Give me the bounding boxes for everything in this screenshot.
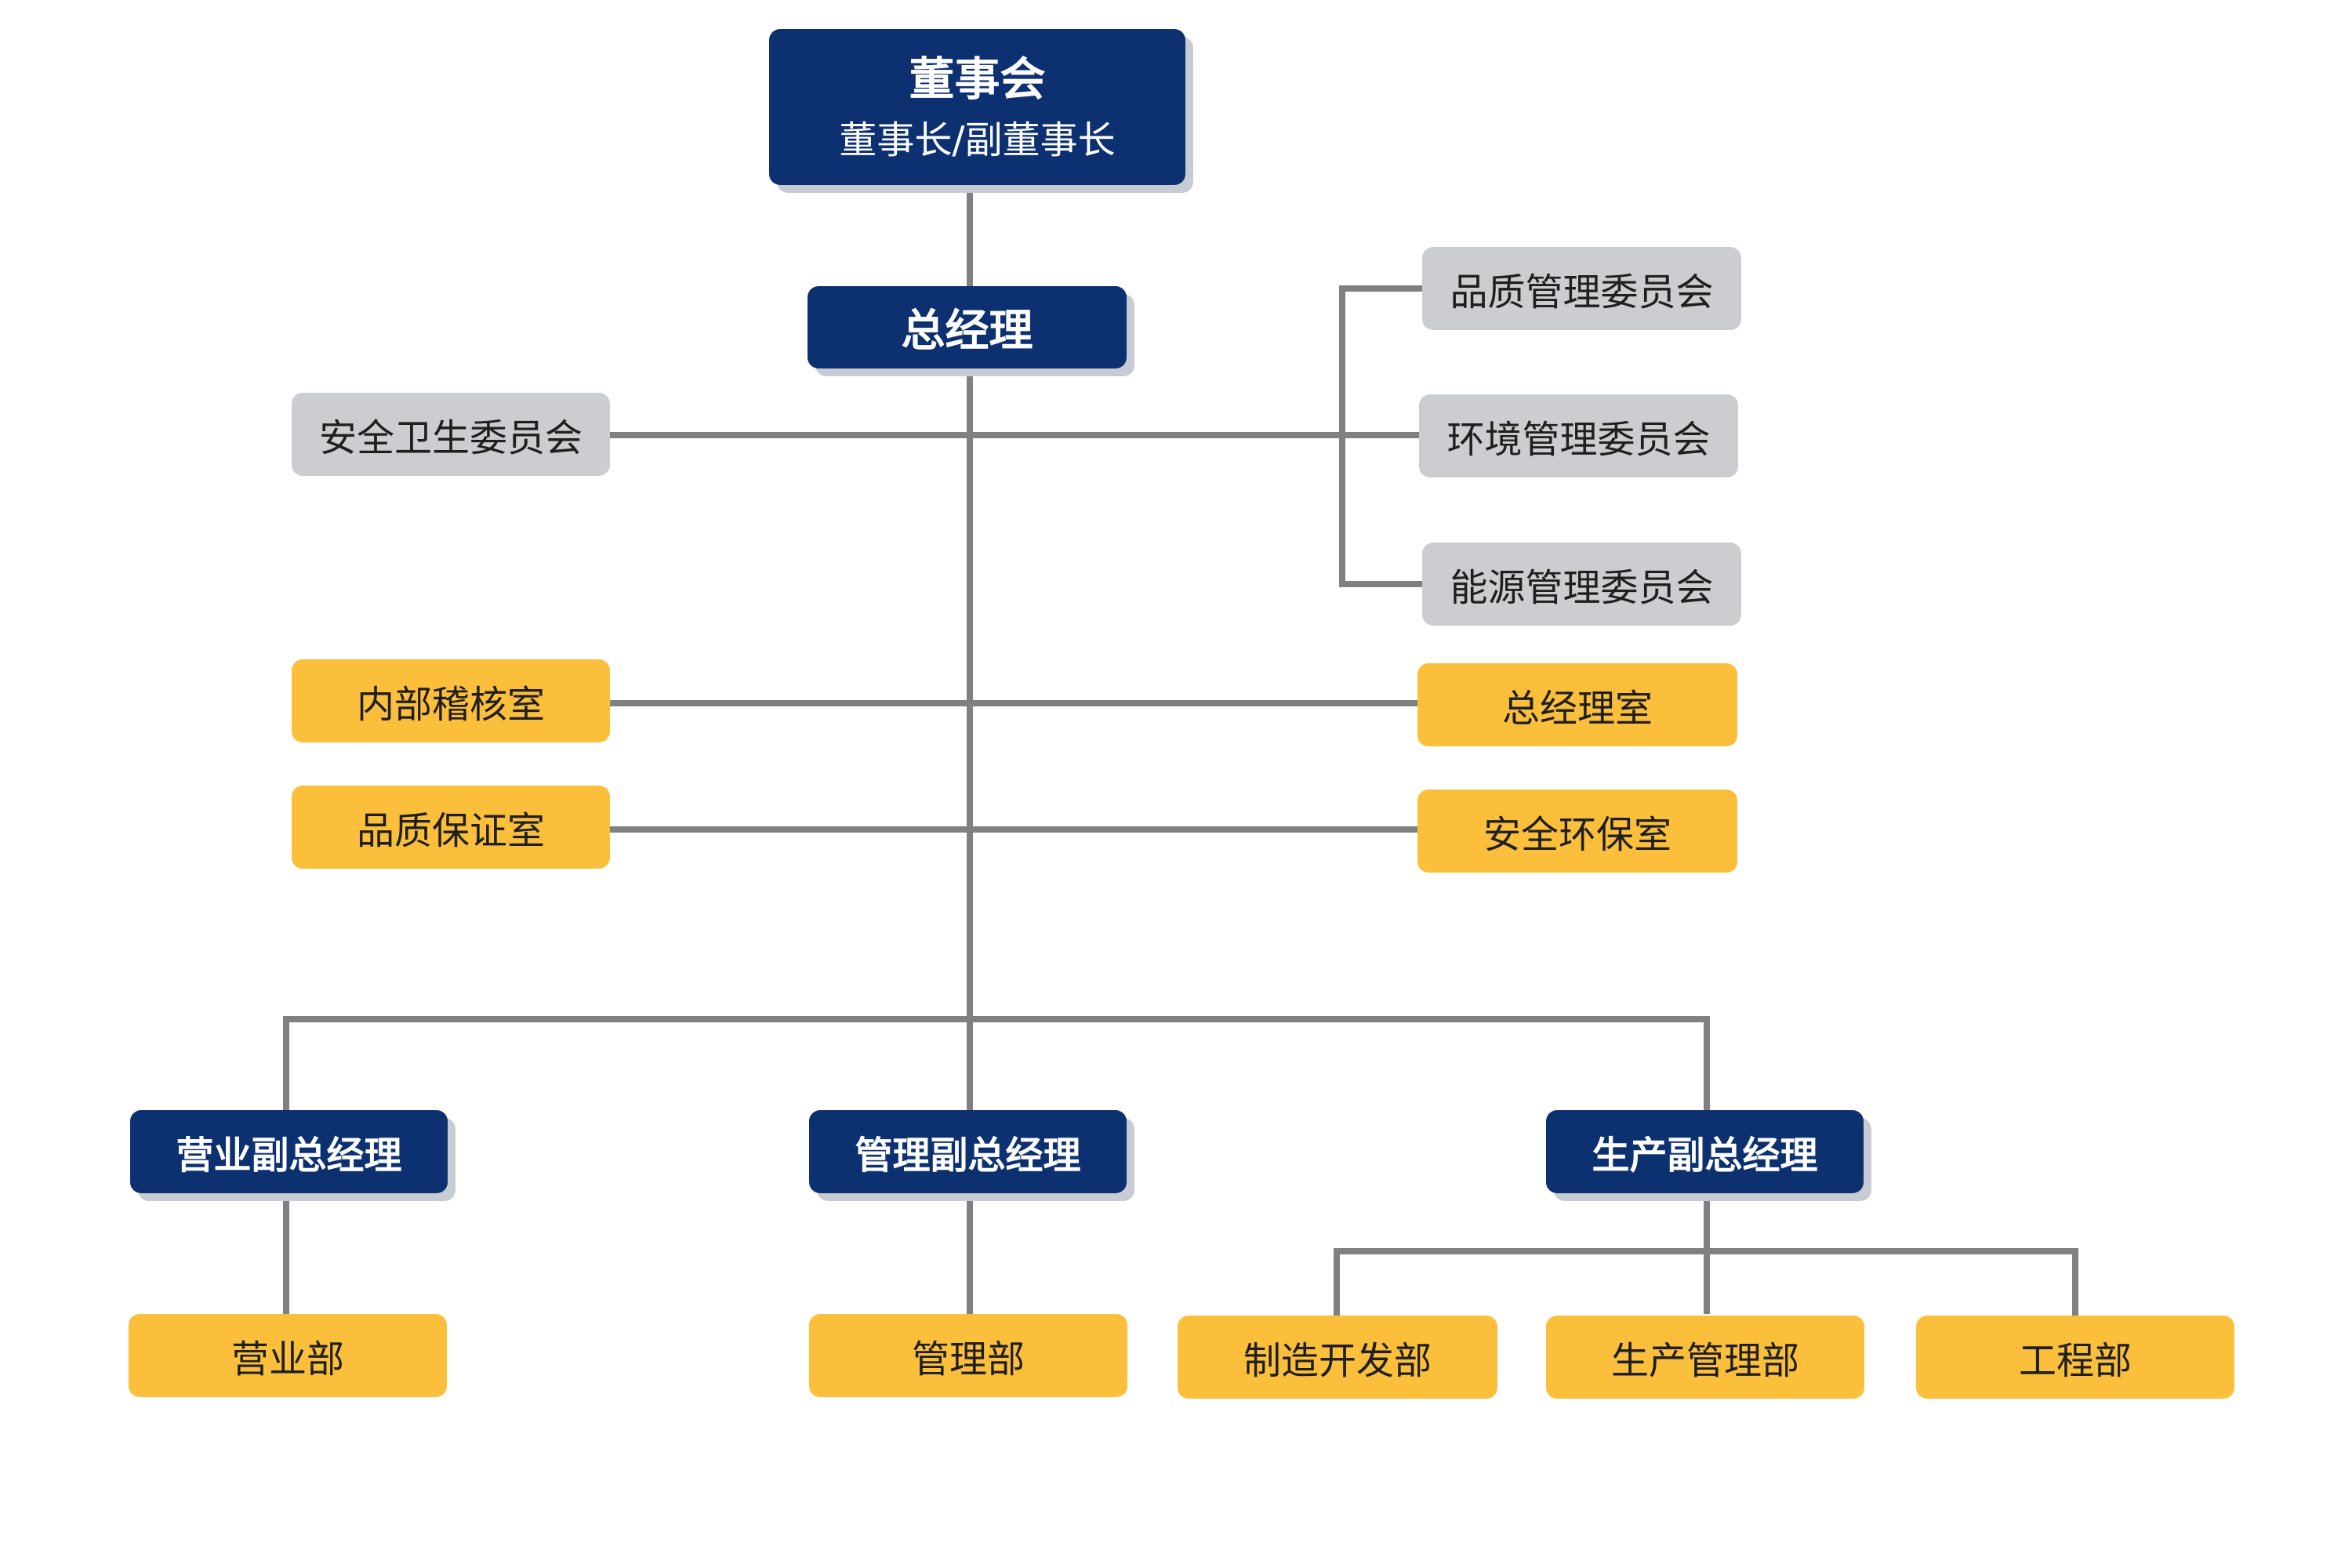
production-vice-gm-label: 生产副总经理 <box>1592 1134 1818 1178</box>
engineering-dept-label: 工程部 <box>2018 1339 2132 1383</box>
sales-vice-gm-label: 营业副总经理 <box>176 1134 402 1178</box>
energy-mgmt-committee-label: 能源管理委员会 <box>1450 566 1714 610</box>
safety-health-committee-box: 安全卫生委员会 <box>292 393 610 476</box>
general-manager-box: 总经理 <box>808 286 1127 368</box>
production-mgmt-dept-box: 生产管理部 <box>1546 1316 1864 1399</box>
production-mgmt-dept-label: 生产管理部 <box>1610 1339 1799 1383</box>
safety-env-office-label: 安全环保室 <box>1483 813 1671 857</box>
manufacturing-dev-dept-label: 制造开发部 <box>1243 1339 1432 1383</box>
safety-env-office-box: 安全环保室 <box>1417 789 1737 873</box>
board-subtitle: 董事长/副董事长 <box>839 118 1116 162</box>
management-vice-gm-label: 管理副总经理 <box>855 1134 1081 1178</box>
quality-assurance-office-box: 品质保证室 <box>292 786 610 869</box>
safety-health-committee-label: 安全卫生委员会 <box>318 416 583 460</box>
gm-office-label: 总经理室 <box>1501 687 1653 731</box>
gm-office-box: 总经理室 <box>1417 663 1737 746</box>
quality-assurance-office-label: 品质保证室 <box>356 809 545 853</box>
internal-audit-office-label: 内部稽核室 <box>356 683 545 727</box>
energy-mgmt-committee-box: 能源管理委员会 <box>1422 543 1741 626</box>
board-box: 董事会 董事长/副董事长 <box>769 29 1185 185</box>
environment-mgmt-committee-box: 环境管理委员会 <box>1419 394 1738 477</box>
production-vice-gm-box: 生产副总经理 <box>1546 1110 1864 1193</box>
manufacturing-dev-dept-box: 制造开发部 <box>1178 1316 1497 1399</box>
board-title: 董事会 <box>909 52 1046 106</box>
internal-audit-office-box: 内部稽核室 <box>292 659 610 742</box>
quality-mgmt-committee-box: 品质管理委员会 <box>1422 247 1741 330</box>
sales-dept-box: 营业部 <box>129 1314 447 1397</box>
environment-mgmt-committee-label: 环境管理委员会 <box>1446 418 1711 462</box>
general-manager-label: 总经理 <box>901 306 1033 357</box>
engineering-dept-box: 工程部 <box>1916 1316 2234 1399</box>
management-dept-box: 管理部 <box>809 1314 1127 1397</box>
management-vice-gm-box: 管理副总经理 <box>809 1110 1127 1193</box>
management-dept-label: 管理部 <box>911 1338 1025 1381</box>
quality-mgmt-committee-label: 品质管理委员会 <box>1450 270 1714 314</box>
sales-dept-label: 营业部 <box>230 1338 344 1381</box>
sales-vice-gm-box: 营业副总经理 <box>130 1110 448 1193</box>
